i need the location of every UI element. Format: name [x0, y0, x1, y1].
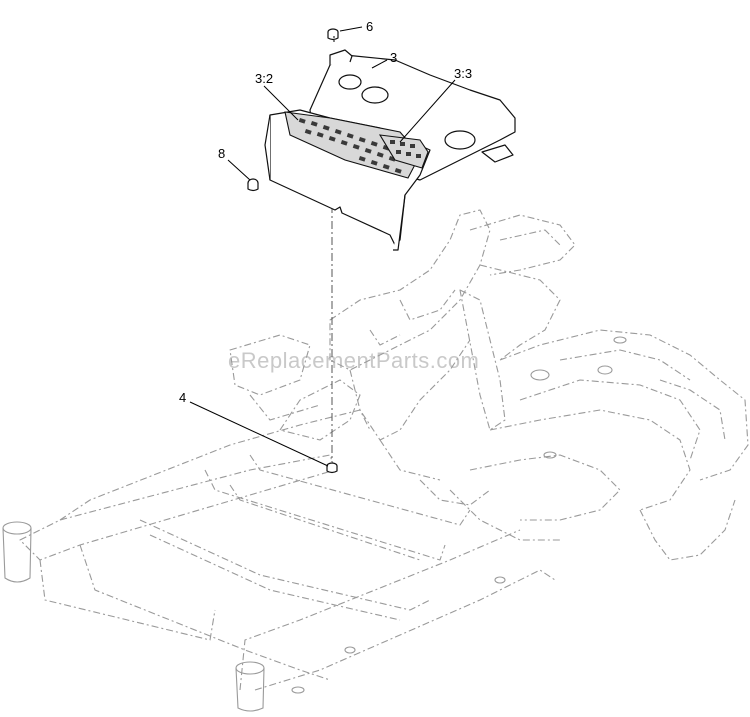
nut-part-4	[326, 462, 338, 474]
callout-3-3: 3:3	[454, 66, 472, 81]
callout-3-2: 3:2	[255, 71, 273, 86]
decal-3-2	[284, 111, 421, 179]
callout-8: 8	[218, 146, 225, 161]
callout-6: 6	[366, 19, 373, 34]
cover-plate	[264, 49, 516, 251]
screw-part-6	[327, 28, 339, 44]
callout-4: 4	[179, 390, 186, 405]
leader-lines	[189, 26, 456, 467]
nut-part-8	[247, 178, 259, 192]
decal-3-3	[378, 134, 429, 169]
mower-frame	[2, 209, 749, 712]
watermark-text: eReplacementParts.com	[228, 348, 479, 373]
callout-3: 3	[390, 50, 397, 65]
